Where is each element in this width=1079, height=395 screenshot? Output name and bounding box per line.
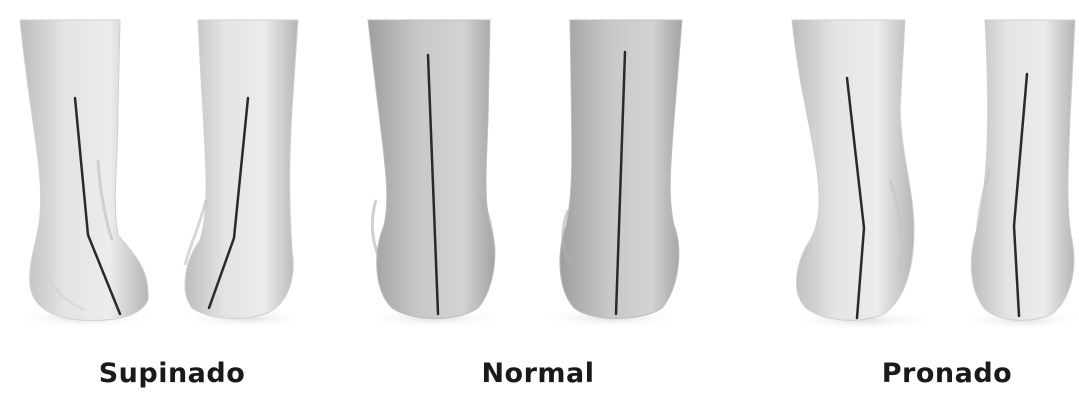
supinado-panel bbox=[15, 20, 310, 328]
normal-left-foot bbox=[365, 20, 505, 328]
normal-label: Normal bbox=[481, 360, 594, 387]
normal-panel bbox=[365, 20, 682, 328]
supinado-label: Supinado bbox=[99, 360, 246, 387]
supinado-left-foot bbox=[15, 20, 155, 328]
pronado-panel bbox=[787, 20, 1079, 330]
pronado-left-foot bbox=[787, 20, 937, 330]
normal-right-foot bbox=[542, 20, 682, 328]
supinado-right-foot bbox=[180, 20, 310, 328]
pronado-right-foot bbox=[962, 20, 1079, 330]
pronado-label: Pronado bbox=[882, 360, 1012, 387]
